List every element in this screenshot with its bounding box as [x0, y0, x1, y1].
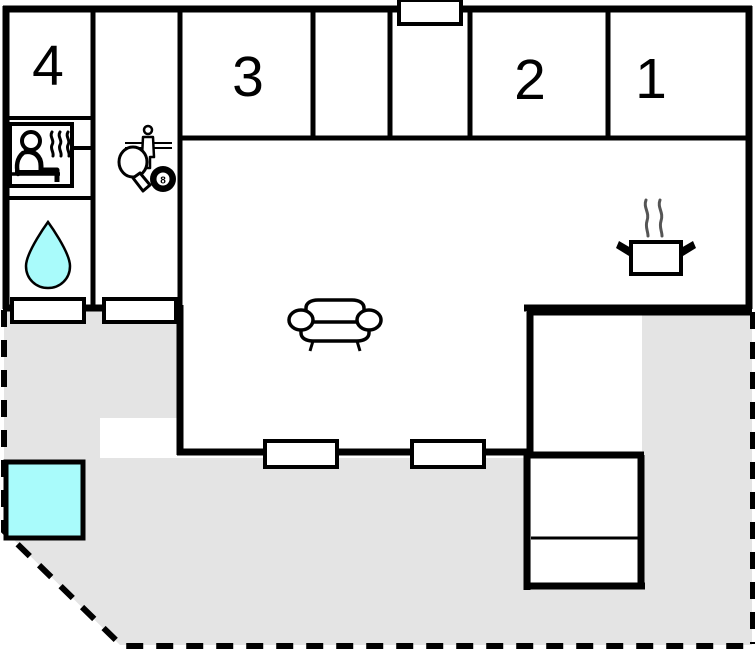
door-opening — [102, 297, 178, 324]
games-icon: 8 — [117, 124, 176, 193]
exterior-walls — [2, 5, 753, 590]
swimming-pool — [3, 459, 86, 541]
sauna-icon — [8, 122, 74, 188]
room-number-3: 3 — [232, 45, 264, 109]
door-opening — [410, 439, 486, 469]
door-opening — [263, 439, 339, 469]
room-number-4: 4 — [32, 34, 64, 98]
svg-text:8: 8 — [160, 176, 166, 187]
room-number-1: 1 — [635, 47, 667, 111]
door-openings — [10, 0, 486, 469]
door-opening — [10, 297, 86, 324]
property-boundary — [1, 310, 755, 649]
water-drop-icon — [24, 219, 72, 290]
sofa-icon — [287, 298, 383, 352]
interior-walls — [6, 9, 750, 540]
cooking-pot-icon — [616, 198, 696, 276]
room-number-2: 2 — [514, 48, 546, 112]
door-opening — [397, 0, 463, 26]
